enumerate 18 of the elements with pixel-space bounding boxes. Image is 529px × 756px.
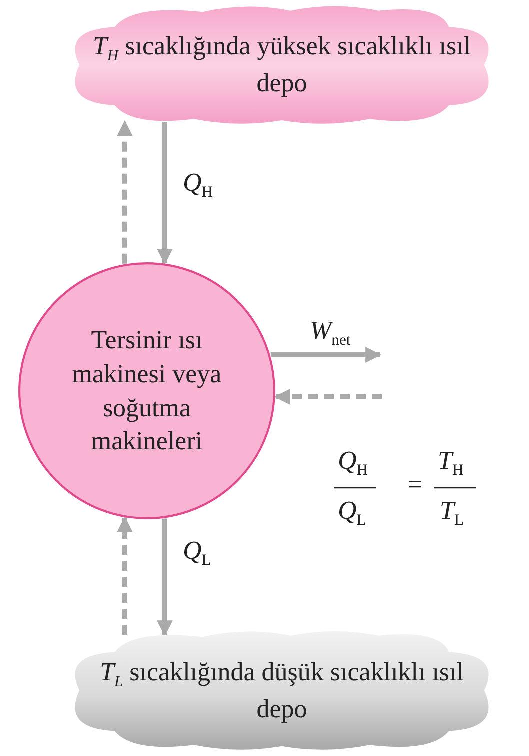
arrow: [117, 516, 133, 635]
arrow: [157, 518, 173, 637]
node-text: T$_{L}$ sıcaklığında düşük sıcaklıklı ısıl depo: [98, 656, 465, 726]
edge-label: Q$_{H}$: [183, 170, 214, 201]
engine-circle: [18, 262, 276, 520]
formula-denominator: Q$_{L}$: [338, 498, 366, 529]
edge-label: W$_{net}$: [310, 318, 351, 349]
node-text: T$_{H}$ sıcaklığında yüksek sıcaklıklı ısıl depo: [92, 30, 472, 100]
formula-numerator: T$_{H}$: [438, 448, 464, 479]
equals-sign: =: [408, 472, 423, 498]
node-text: Tersinir ısı makinesi veya soğutma makineleri: [71, 324, 223, 458]
arrow: [274, 389, 382, 405]
formula-numerator: Q$_{H}$: [338, 448, 368, 479]
formula-denominator: T$_{L}$: [440, 498, 464, 529]
arrow: [157, 122, 173, 265]
edge-label: Q$_{L}$: [183, 538, 212, 569]
arrow: [270, 347, 382, 363]
arrow: [117, 120, 133, 264]
